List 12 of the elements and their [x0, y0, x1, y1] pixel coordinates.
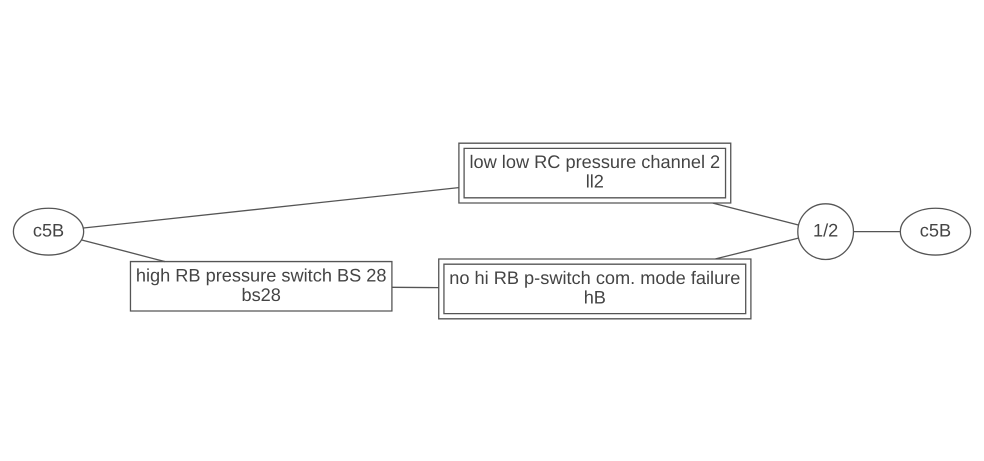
connector: [854, 230, 900, 232]
connector: [82, 238, 166, 262]
node-ellipse: c5B: [900, 207, 972, 256]
node-box: no hi RB p-switch com. mode failure hB: [438, 258, 752, 319]
connector: [712, 202, 799, 226]
node-box: high RB pressure switch BS 28 bs28: [130, 260, 393, 312]
connector: [83, 186, 459, 228]
connector: [392, 286, 439, 288]
connector: [715, 237, 799, 260]
node-circle: 1/2: [797, 202, 854, 260]
node-ellipse: c5B: [12, 207, 84, 256]
node-box: low low RC pressure channel 2 ll2: [458, 142, 732, 204]
